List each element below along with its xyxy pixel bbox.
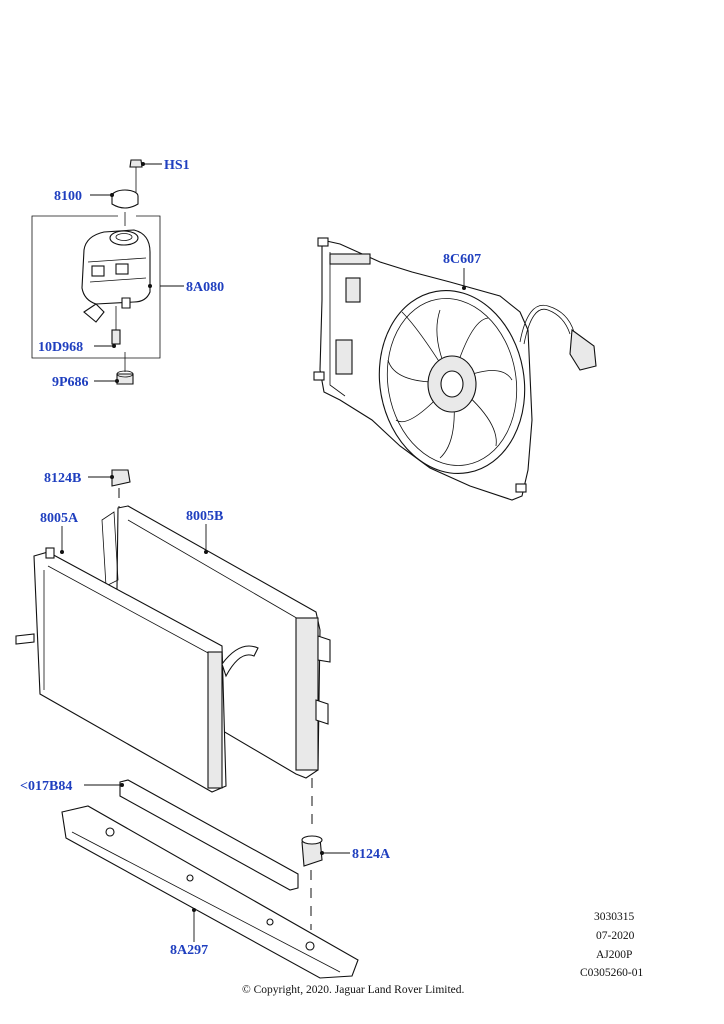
copyright-notice: © Copyright, 2020. Jaguar Land Rover Lim… (242, 984, 465, 996)
mount-8124b[interactable] (111, 469, 131, 510)
callout-8005b[interactable]: 8005B (186, 509, 223, 524)
callout-8a080[interactable]: 8A080 (186, 280, 224, 295)
callout-9p686[interactable]: 9P686 (52, 375, 89, 390)
level-sensor-10d968[interactable] (111, 306, 121, 345)
meta-line-2: 07-2020 (596, 930, 635, 942)
callout-8124a[interactable]: 8124A (352, 847, 391, 862)
expansion-tank-group (31, 159, 161, 385)
callout-10d968[interactable]: 10D968 (38, 340, 83, 355)
grommet-9p686[interactable] (116, 352, 134, 385)
callout-8124b[interactable]: 8124B (44, 471, 81, 486)
callout-hs1[interactable]: HS1 (164, 158, 190, 173)
condenser-8005a[interactable] (15, 547, 259, 793)
hose-clip-hs1[interactable] (129, 159, 143, 192)
meta-line-1: 3030315 (594, 911, 635, 923)
expansion-tank-8a080[interactable] (81, 229, 151, 323)
callout-8005a[interactable]: 8005A (40, 511, 79, 526)
support-8a297[interactable] (61, 805, 359, 979)
callout-8a297[interactable]: 8A297 (170, 943, 208, 958)
callout-017b84[interactable]: <017B84 (20, 779, 72, 794)
callout-8c607[interactable]: 8C607 (443, 252, 481, 267)
meta-line-4: C0305260-01 (580, 967, 644, 979)
mount-8124a[interactable] (301, 835, 323, 930)
callout-8100[interactable]: 8100 (54, 189, 82, 204)
group-bracket (31, 215, 161, 359)
leader-lines (60, 162, 466, 942)
fan-shroud-8c607[interactable] (313, 237, 597, 501)
seal-017b84[interactable] (119, 779, 299, 891)
meta-line-3: AJ200P (596, 949, 632, 961)
cap-8100[interactable] (111, 189, 139, 226)
